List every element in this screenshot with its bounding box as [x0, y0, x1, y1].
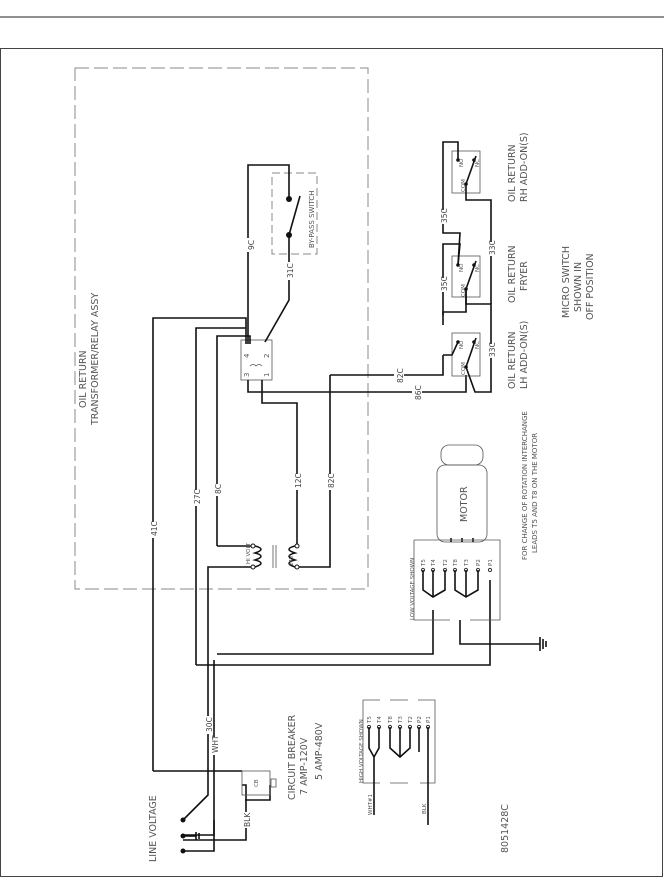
svg-text:NO: NO [459, 158, 465, 167]
rh-label-2: RH ADD-ON(S) [519, 132, 530, 202]
terminal-label: T8 [388, 716, 394, 724]
fryer-label-2: FRYER [519, 261, 530, 291]
wires [152, 164, 540, 841]
transformer-primary-label: HI VOLT [246, 542, 252, 564]
line-voltage-terminals [180, 817, 215, 854]
terminal-label: T3 [398, 716, 404, 724]
low-voltage-terminal-block: LOW VOLTAGE SHOWN T5 T4 T2 T8 T3 P2 P1 [410, 539, 501, 621]
terminal-label: P1 [426, 716, 432, 723]
wire-label-9c: 9C [247, 240, 256, 250]
svg-text:COM: COM [461, 284, 467, 297]
svg-text:NC: NC [475, 264, 481, 272]
svg-text:COM: COM [461, 179, 467, 192]
drawing-number: 8051428C [500, 804, 511, 853]
lh-label-1: OIL RETURN [507, 331, 518, 389]
wire-label-41c: 41C [150, 521, 159, 536]
terminal-label: T5 [421, 559, 427, 567]
wire-label-27c: 27C [193, 489, 202, 504]
wire-label-33c-lower: 33C [488, 342, 497, 357]
transformer-secondary-label: 24V [289, 555, 295, 566]
svg-text:2: 2 [263, 354, 271, 358]
wire-label-blk-hv: BLK [422, 803, 428, 814]
lh-label-2: LH ADD-ON(S) [519, 321, 530, 389]
svg-text:NC: NC [475, 159, 481, 167]
micro-switch-rh: NO NC COM [451, 150, 481, 194]
terminal-label: P2 [476, 559, 482, 566]
fryer-label-1: OIL RETURN [507, 245, 518, 303]
svg-text:NC: NC [475, 341, 481, 349]
motor-note-2: LEADS T5 AND T8 ON THE MOTOR [531, 433, 539, 553]
assembly-title-2: TRANSFORMER/RELAY ASSY [90, 293, 101, 426]
wire-label-12c: 12C [294, 473, 303, 488]
transformer-relay-assembly-boundary [74, 67, 369, 590]
wire-label-30c: 30C [205, 717, 214, 732]
terminal-label: P1 [488, 559, 494, 566]
svg-text:COM: COM [461, 362, 467, 375]
svg-text:3: 3 [243, 373, 251, 377]
terminal-6 [487, 567, 493, 573]
bypass-switch: BY-PASS SWITCH [271, 172, 318, 255]
terminal-label: T2 [443, 559, 449, 567]
terminal-label: T2 [408, 716, 414, 724]
wire-label-86c: 86C [414, 385, 423, 400]
svg-text:CB: CB [254, 779, 260, 787]
terminal-label: T8 [453, 559, 459, 567]
wire-label-35c-rh: 35C [440, 208, 449, 223]
terminal-label: T5 [367, 716, 373, 724]
svg-text:HIGH VOLTAGE SHOWN: HIGH VOLTAGE SHOWN [359, 719, 365, 783]
micro-note-3: OFF POSITION [585, 253, 596, 320]
micro-note-1: MICRO SWITCH [561, 246, 572, 318]
wire-label-8c: 8C [214, 484, 223, 494]
micro-switch-wiring: 35C 35C 33C 33C [438, 141, 497, 393]
drawing-frame [0, 48, 663, 877]
wire-label-31c: 31C [286, 263, 295, 278]
motor-label: MOTOR [459, 486, 470, 522]
wire-label-blk: BLK [243, 812, 252, 827]
transformer: HI VOLT 24V [246, 542, 300, 570]
wire-label-82c: 82C [327, 473, 336, 488]
svg-text:LOW VOLTAGE SHOWN: LOW VOLTAGE SHOWN [410, 558, 416, 620]
line-voltage-label: LINE VOLTAGE [148, 795, 159, 862]
terminal-label: T4 [431, 559, 437, 567]
terminal-label: P2 [417, 716, 423, 723]
micro-note-2: SHOWN IN [573, 262, 584, 312]
cb-label-3: 5 AMP-480V [314, 722, 325, 780]
ground-symbol [539, 637, 547, 651]
micro-switch-lh: NO NC COM [443, 332, 481, 377]
wire-label-wht: WHT [211, 735, 220, 753]
cb-label-2: 7 AMP-120V [299, 737, 310, 795]
svg-text:NO: NO [459, 340, 465, 349]
terminal-label: T3 [464, 559, 470, 567]
wire-label-33c-upper: 33C [488, 240, 497, 255]
assembly-title-1: OIL RETURN [78, 350, 89, 408]
wire-label-wht1: WHT#1 [368, 794, 374, 815]
svg-text:4: 4 [243, 353, 251, 358]
motor-note-1: FOR CHANGE OF ROTATION INTERCHANGE [521, 411, 529, 560]
svg-text:NO: NO [459, 263, 465, 272]
wire-label-35c-fryer: 35C [440, 276, 449, 291]
relay: 4 2 3 1 [240, 339, 273, 381]
bypass-switch-label: BY-PASS SWITCH [308, 190, 316, 248]
rh-label-1: OIL RETURN [507, 144, 518, 202]
motor: MOTOR [436, 444, 488, 543]
svg-text:1: 1 [263, 373, 271, 377]
circuit-breaker: CB [241, 770, 277, 796]
wire-label-82c-horizontal: 82C [396, 368, 405, 383]
terminal-label: T4 [377, 716, 383, 724]
cb-label-1: CIRCUIT BREAKER [287, 714, 298, 800]
